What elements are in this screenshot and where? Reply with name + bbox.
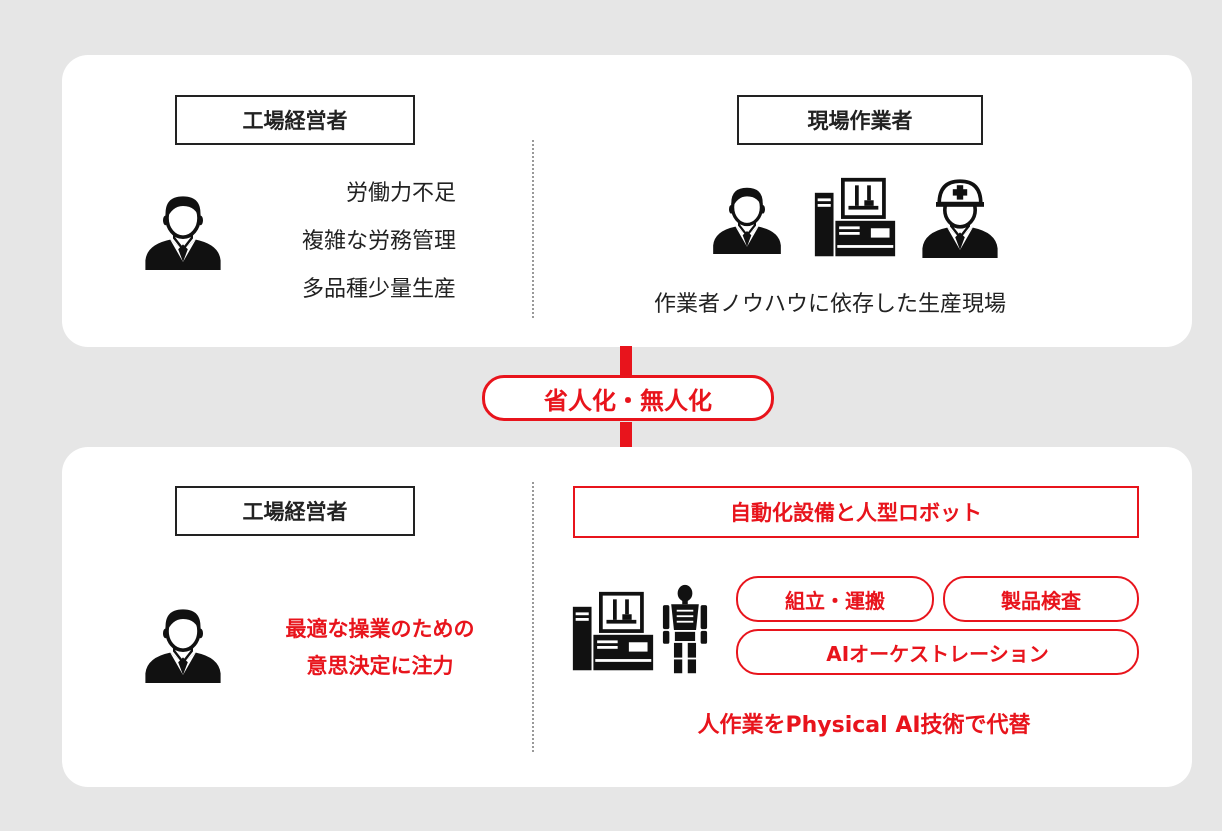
task-ai-orchestration: AIオーケストレーション <box>736 629 1139 675</box>
field-worker-label: 現場作業者 <box>737 95 983 145</box>
issue-labor-management: 複雑な労務管理 <box>301 229 456 254</box>
bottom-divider <box>532 482 534 752</box>
machine-icon <box>813 176 897 260</box>
manager-focus-line1: 最適な操業のための <box>285 617 475 641</box>
helmet-worker-icon <box>920 176 1000 260</box>
humanoid-robot-icon <box>662 583 708 677</box>
factory-manager-label-top: 工場経営者 <box>175 95 415 145</box>
arrow-shaft-upper <box>620 346 632 376</box>
manager-icon-bottom <box>143 600 223 686</box>
automation-heading: 自動化設備と人型ロボット <box>573 486 1139 538</box>
factory-manager-label-bottom: 工場経営者 <box>175 486 415 536</box>
transition-label: 省人化・無人化 <box>482 375 774 421</box>
top-divider <box>532 140 534 318</box>
issue-high-mix-low-volume: 多品種少量生産 <box>301 277 456 302</box>
manager-focus-line2: 意思決定に注力 <box>306 654 454 678</box>
field-caption: 作業者ノウハウに依存した生産現場 <box>654 292 1007 317</box>
worker-icon <box>711 176 783 260</box>
task-product-inspection: 製品検査 <box>943 576 1139 622</box>
issue-labor-shortage: 労働力不足 <box>345 181 456 206</box>
machine-icon-bottom <box>571 590 655 674</box>
task-assembly-transport: 組立・運搬 <box>736 576 934 622</box>
manager-icon <box>143 186 223 274</box>
automation-caption: 人作業をPhysical AI技術で代替 <box>697 713 1031 738</box>
